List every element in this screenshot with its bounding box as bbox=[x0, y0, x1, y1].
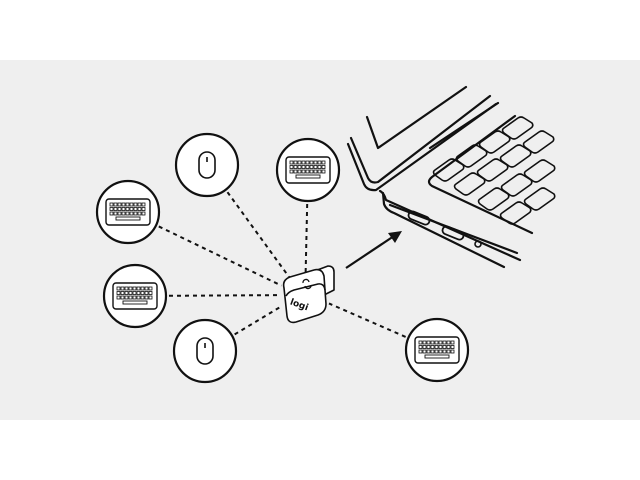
mouse-top-circle bbox=[174, 132, 240, 198]
keyboard-icon bbox=[285, 156, 331, 184]
connection-line bbox=[234, 304, 283, 336]
laptop-lid-outer bbox=[349, 94, 492, 184]
keyboard-left-middle-circle bbox=[102, 263, 168, 329]
arrow-icon bbox=[345, 231, 402, 269]
connection-line bbox=[168, 294, 280, 297]
keyboard-icon bbox=[112, 282, 158, 310]
laptop-screen-bezel bbox=[365, 85, 468, 150]
sync-icon bbox=[302, 278, 312, 290]
laptop-key bbox=[432, 158, 465, 182]
laptop-key bbox=[476, 158, 509, 182]
keyboard-right-circle bbox=[404, 317, 470, 383]
laptop-keys bbox=[432, 116, 556, 225]
laptop-key bbox=[523, 187, 556, 211]
laptop-key bbox=[478, 130, 511, 154]
laptop-key bbox=[500, 173, 533, 197]
keyboard-icon bbox=[414, 336, 460, 364]
laptop bbox=[346, 85, 556, 269]
connection-lines bbox=[158, 191, 407, 338]
laptop-key bbox=[453, 172, 486, 196]
laptop-keyboard-well bbox=[427, 114, 534, 235]
keyboard-left-top-circle bbox=[95, 179, 161, 245]
laptop-key bbox=[477, 187, 510, 211]
laptop-key bbox=[499, 144, 532, 168]
usb-c-port-1 bbox=[407, 210, 431, 226]
mouse-icon bbox=[198, 151, 216, 179]
headphone-jack bbox=[474, 240, 482, 248]
laptop-base-top bbox=[378, 189, 522, 262]
keyboard-top-circle bbox=[275, 137, 341, 203]
illustration-background bbox=[0, 60, 640, 420]
mouse-bottom-circle bbox=[172, 318, 238, 384]
laptop-key bbox=[499, 201, 532, 225]
connection-line bbox=[158, 225, 282, 287]
connection-line bbox=[328, 302, 407, 338]
laptop-key bbox=[522, 130, 555, 154]
device-circles bbox=[95, 132, 470, 384]
laptop-key bbox=[455, 144, 488, 168]
laptop-base-front bbox=[381, 191, 506, 269]
connection-line bbox=[226, 191, 291, 279]
laptop-key bbox=[501, 116, 534, 140]
connection-line bbox=[304, 203, 309, 274]
keyboard-icon bbox=[105, 198, 151, 226]
usb-c-port-2 bbox=[441, 225, 465, 241]
mouse-icon bbox=[196, 337, 214, 365]
usb-receiver: logi bbox=[282, 265, 335, 324]
laptop-key bbox=[523, 159, 556, 183]
